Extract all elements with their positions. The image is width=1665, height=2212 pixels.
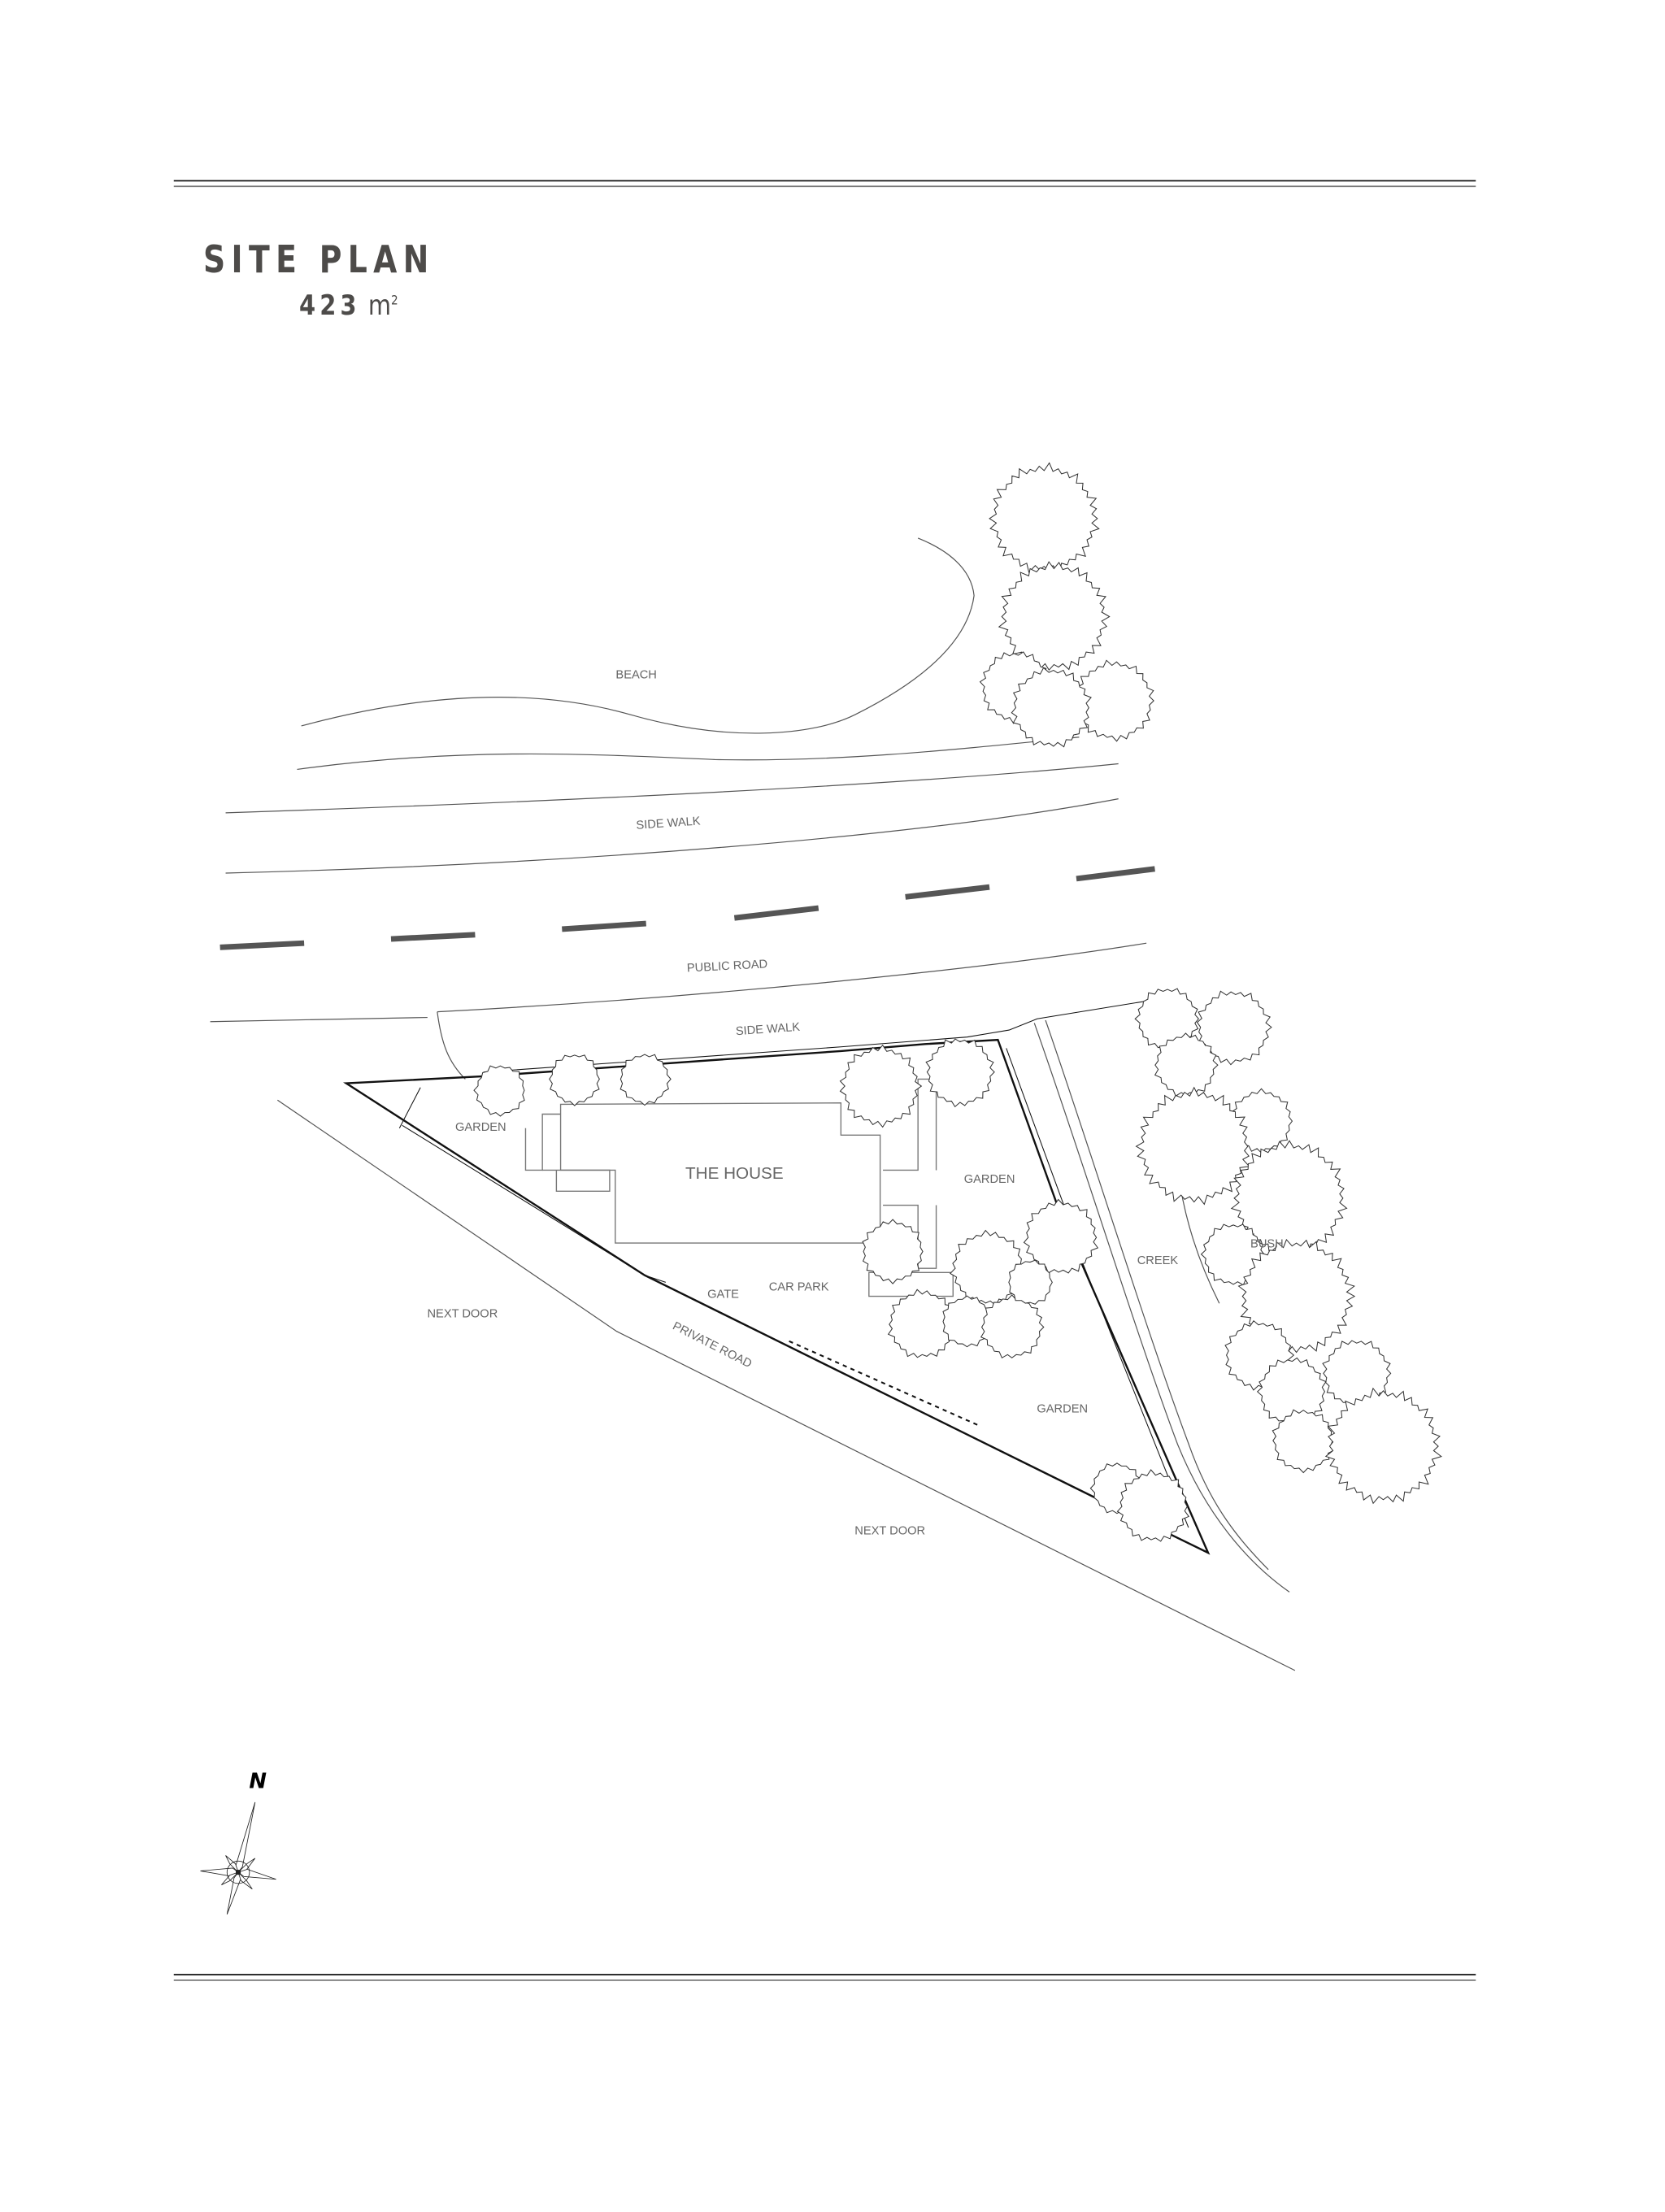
area-unit: m: [367, 289, 391, 322]
tree-icon: [887, 1289, 958, 1358]
label-garden-bottom: GARDEN: [1037, 1403, 1088, 1416]
beach-edge-line: [301, 537, 975, 734]
compass-rose-icon: [200, 1801, 276, 1914]
site-area: 423 m2: [299, 289, 398, 322]
site-boundary: [343, 1000, 1211, 1555]
area-value: 423: [299, 289, 361, 322]
tree-icon: [980, 1294, 1045, 1359]
north-compass: N: [200, 1770, 276, 1914]
sidewalk-top-edge: [225, 763, 1119, 814]
label-creek: CREEK: [1137, 1254, 1179, 1267]
tree-icon: [1237, 1238, 1356, 1355]
road-centerline: [220, 866, 1155, 950]
label-private-road: PRIVATE ROAD: [671, 1319, 754, 1371]
tree-icon: [1154, 1032, 1219, 1097]
tree-icon: [619, 1054, 672, 1106]
tree-icon: [549, 1054, 600, 1106]
beach-lower-line: [297, 737, 1080, 771]
page-title: SITE PLAN: [203, 237, 435, 281]
label-garden-left: GARDEN: [455, 1121, 506, 1134]
trees: [473, 462, 1442, 1542]
tree-icon: [998, 561, 1111, 671]
tree-icon: [925, 1038, 995, 1108]
tree-icon: [1196, 990, 1272, 1066]
label-next-door-left: NEXT DOOR: [428, 1307, 498, 1320]
tree-icon: [989, 462, 1100, 574]
private-road-line: [276, 1099, 1296, 1671]
tree-icon: [1008, 1259, 1053, 1305]
tree-icon: [839, 1044, 923, 1128]
compass-north-label: N: [249, 1770, 267, 1794]
sidewalk-corner: [437, 1011, 466, 1080]
frame-rules: [173, 180, 1476, 1981]
tree-icon: [942, 1295, 994, 1348]
creek-line-1: [1033, 1023, 1290, 1593]
label-beach: BEACH: [615, 668, 656, 681]
label-next-door-bottom: NEXT DOOR: [854, 1525, 925, 1538]
tree-icon: [862, 1219, 924, 1284]
creek-line-2: [1045, 1019, 1269, 1571]
tree-icon: [1135, 1086, 1250, 1206]
tree-icon: [1116, 1469, 1190, 1542]
label-the-house: THE HOUSE: [685, 1164, 784, 1183]
tree-icon: [1324, 1387, 1442, 1505]
label-bush: BUSH: [1250, 1237, 1284, 1250]
tree-icon: [1011, 667, 1092, 748]
area-unit-superscript: 2: [390, 292, 398, 308]
roads-and-boundaries: [210, 537, 1296, 1671]
label-gate: GATE: [707, 1288, 739, 1301]
sidewalk-road-edge: [225, 798, 1119, 874]
label-garden-right: GARDEN: [964, 1173, 1015, 1186]
tree-icon: [473, 1065, 525, 1117]
label-side-walk-bottom: SIDE WALK: [735, 1021, 800, 1039]
tree-icon: [1023, 1198, 1099, 1274]
label-public-road: PUBLIC ROAD: [687, 958, 768, 975]
label-car-park: CAR PARK: [769, 1281, 829, 1294]
public-road-lower-edge: [210, 1016, 428, 1023]
tree-icon: [1272, 1409, 1334, 1474]
tree-icon: [949, 1229, 1025, 1306]
public-road-lower-edge-2: [437, 942, 1147, 1013]
label-side-walk-top: SIDE WALK: [636, 815, 701, 832]
